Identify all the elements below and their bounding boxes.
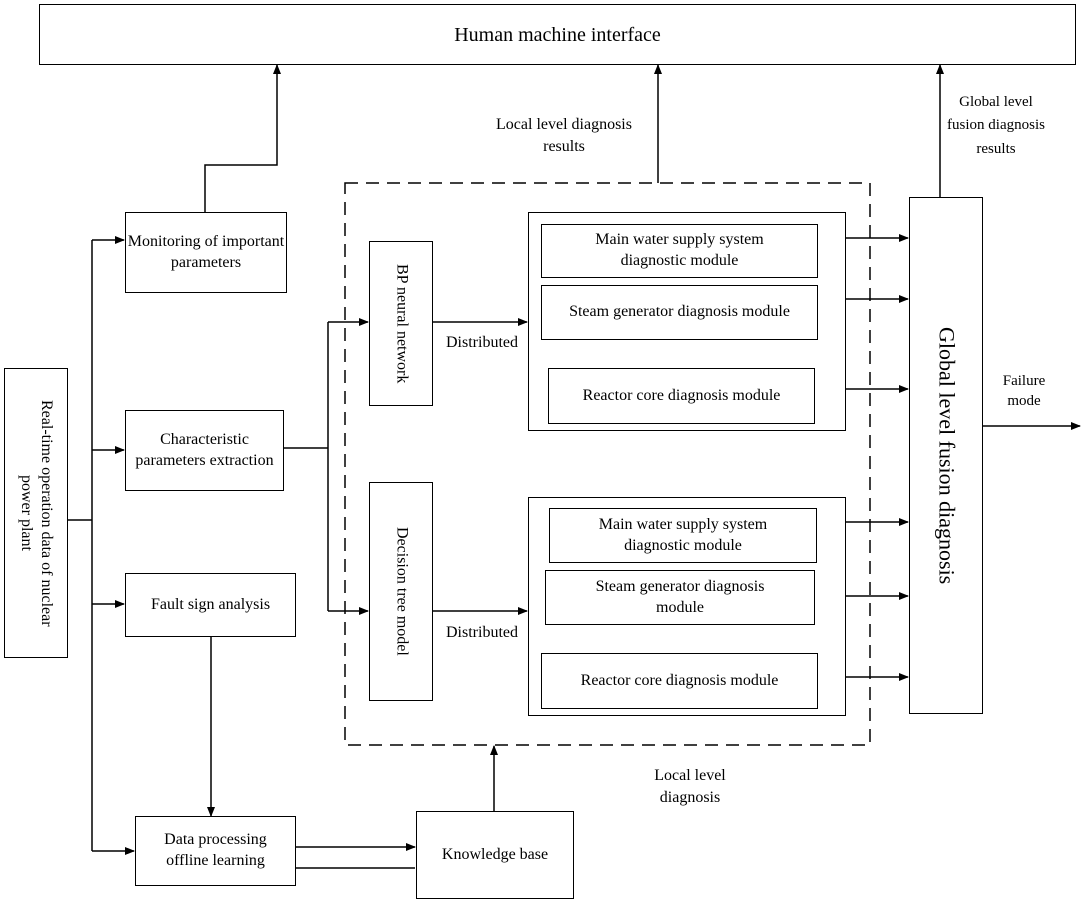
hmi-box: Human machine interface bbox=[39, 4, 1076, 65]
local-results-label: Local level diagnosis results bbox=[496, 116, 632, 156]
lower-reactor-core-module: Reactor core diagnosis module bbox=[541, 653, 818, 709]
hmi-label: Human machine interface bbox=[454, 23, 661, 46]
characteristic-box: Characteristic parameters extraction bbox=[125, 410, 284, 491]
realtime-data-label: Real-time operation data of nuclear powe… bbox=[18, 399, 55, 627]
upper-steam-generator-module: Steam generator diagnosis module bbox=[541, 285, 818, 340]
data-processing-box: Data processing offline learning bbox=[135, 816, 296, 886]
bp-network-label: BP neural network bbox=[393, 263, 411, 384]
monitoring-box: Monitoring of important parameters bbox=[125, 212, 287, 293]
monitoring-label: Monitoring of important parameters bbox=[127, 232, 285, 271]
upper-reactor-core-label: Reactor core diagnosis module bbox=[582, 386, 781, 404]
decision-tree-label: Decision tree model bbox=[393, 527, 411, 656]
global-results-label: Global level fusion diagnosis results bbox=[947, 94, 1045, 157]
data-processing-label: Data processing offline learning bbox=[164, 831, 267, 869]
distributed-label-upper: Distributed bbox=[446, 334, 518, 351]
lower-main-water-label: Main water supply system diagnostic modu… bbox=[598, 515, 768, 554]
distributed-label-lower: Distributed bbox=[446, 624, 518, 641]
failure-mode-label: Failure mode bbox=[1002, 373, 1046, 410]
arrow-monitoring-to-hmi bbox=[204, 64, 281, 212]
lower-main-water-module: Main water supply system diagnostic modu… bbox=[549, 508, 817, 563]
knowledge-base-label: Knowledge base bbox=[441, 845, 549, 863]
fault-sign-box: Fault sign analysis bbox=[125, 573, 296, 637]
decision-tree-box: Decision tree model bbox=[369, 482, 433, 701]
characteristic-label: Characteristic parameters extraction bbox=[135, 430, 274, 469]
lower-steam-generator-label: Steam generator diagnosis module bbox=[595, 577, 765, 616]
bp-network-box: BP neural network bbox=[369, 241, 433, 406]
knowledge-base-box: Knowledge base bbox=[416, 811, 574, 899]
fault-sign-label: Fault sign analysis bbox=[150, 595, 271, 613]
realtime-data-box: Real-time operation data of nuclear powe… bbox=[4, 368, 68, 658]
local-diagnosis-label: Local level diagnosis bbox=[654, 767, 726, 807]
global-fusion-label: Global level fusion diagnosis bbox=[934, 326, 960, 585]
upper-reactor-core-module: Reactor core diagnosis module bbox=[548, 368, 815, 424]
upper-steam-generator-label: Steam generator diagnosis module bbox=[569, 303, 790, 321]
global-fusion-box: Global level fusion diagnosis bbox=[909, 197, 983, 714]
upper-main-water-module: Main water supply system diagnostic modu… bbox=[541, 224, 818, 278]
lower-steam-generator-module: Steam generator diagnosis module bbox=[545, 570, 815, 625]
lower-reactor-core-label: Reactor core diagnosis module bbox=[580, 671, 779, 689]
upper-main-water-label: Main water supply system diagnostic modu… bbox=[595, 231, 764, 269]
local-level-frame bbox=[344, 182, 871, 746]
